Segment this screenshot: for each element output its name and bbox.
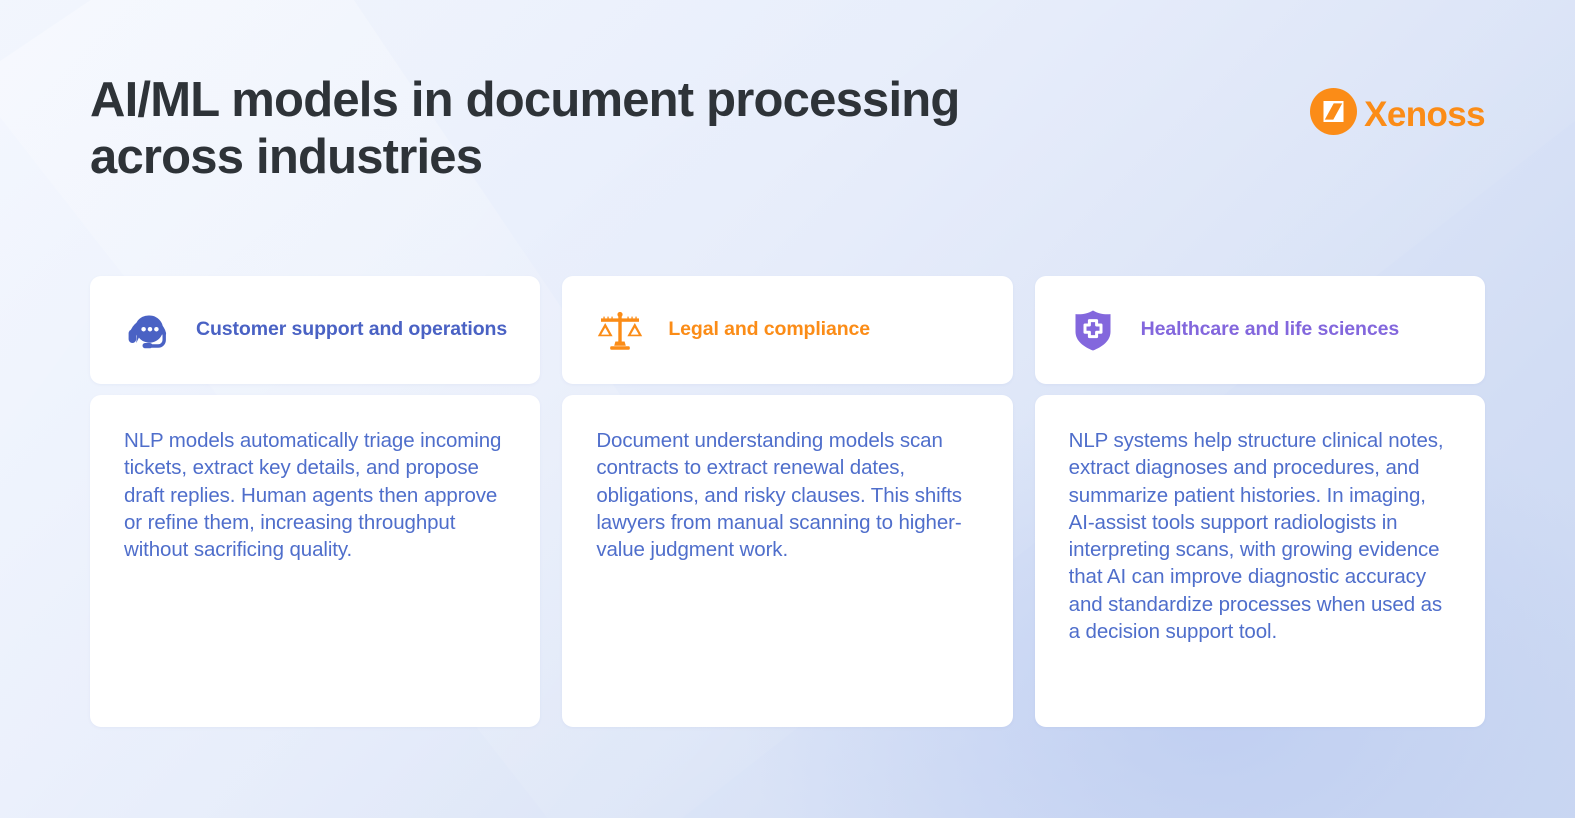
header: AI/ML models in document processing acro… <box>90 72 1486 187</box>
card-text-healthcare: NLP systems help structure clinical note… <box>1068 429 1444 643</box>
shield-medical-cross-icon <box>1067 304 1119 356</box>
scales-of-justice-icon <box>594 304 646 356</box>
card-text-customer-support: NLP models automatically triage incoming… <box>124 429 502 561</box>
card-column-healthcare: Healthcare and life sciences NLP systems… <box>1034 276 1485 727</box>
card-text-legal-compliance: Document understanding models scan contr… <box>596 429 962 561</box>
card-title-customer-support: Customer support and operations <box>196 318 508 341</box>
card-header-legal-compliance[interactable]: Legal and compliance <box>562 276 1013 384</box>
page-title: AI/ML models in document processing acro… <box>90 73 960 185</box>
card-header-customer-support[interactable]: Customer support and operations <box>90 276 541 384</box>
card-column-legal-compliance: Legal and compliance Document understand… <box>562 276 1013 727</box>
card-title-legal-compliance: Legal and compliance <box>668 318 871 341</box>
xenoss-logo: Xenoss <box>1310 88 1486 140</box>
xenoss-logo-mark <box>1310 88 1358 140</box>
card-body-healthcare: NLP systems help structure clinical note… <box>1034 395 1485 727</box>
xenoss-logo-text: Xenoss <box>1364 94 1486 134</box>
card-body-legal-compliance: Document understanding models scan contr… <box>562 395 1013 727</box>
card-header-healthcare[interactable]: Healthcare and life sciences <box>1034 276 1485 384</box>
card-grid: Customer support and operations NLP mode… <box>90 276 1485 727</box>
headset-chat-icon <box>122 304 174 356</box>
card-title-healthcare: Healthcare and life sciences <box>1140 318 1400 341</box>
card-column-customer-support: Customer support and operations NLP mode… <box>90 276 541 727</box>
card-body-customer-support: NLP models automatically triage incoming… <box>90 395 541 727</box>
